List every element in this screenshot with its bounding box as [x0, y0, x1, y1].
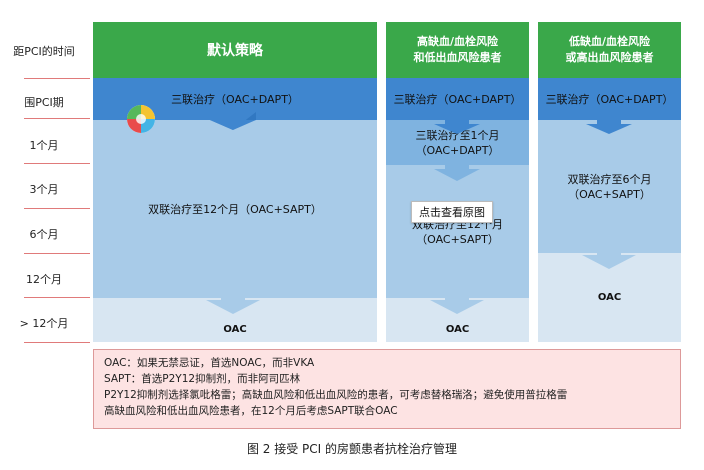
band-label: 双联治疗至6个月 [567, 172, 652, 186]
header-line: 高缺血/血栓风险 [416, 35, 499, 48]
row-divider [24, 163, 90, 164]
row-label-time-from-pci: 距PCI的时间 [13, 45, 75, 58]
band-default-dual: 双联治疗至12个月（OAC+SAPT） [93, 120, 377, 298]
band-label: 三联治疗至1个月 [415, 128, 500, 142]
band-label: 双联治疗至12个月（OAC+SAPT） [148, 203, 322, 216]
note-line: OAC：如果无禁忌证，首选NOAC，而非VKA [104, 357, 315, 369]
note-line: 高缺血风险和低出血风险患者，在12个月后考虑SAPT联合OAC [104, 405, 398, 417]
band-high-oac: OAC [386, 298, 529, 342]
view-original-image-tooltip[interactable]: 点击查看原图 [411, 201, 493, 223]
figure-caption: 图 2 接受 PCI 的房颤患者抗栓治疗管理 [246, 442, 458, 456]
row-label-peri-pci: 围PCI期 [24, 96, 64, 109]
band-low-dual: 双联治疗至6个月 （OAC+SAPT） [538, 120, 681, 253]
row-label-6-months: 6个月 [29, 228, 59, 241]
row-label-1-month: 1个月 [29, 139, 59, 152]
note-line: SAPT：首选P2Y12抑制剂，而非阿司匹林 [104, 373, 301, 385]
row-label-12-months: 12个月 [26, 273, 62, 286]
band-high-dual: 双联治疗至12个月 （OAC+SAPT） [386, 165, 529, 298]
header-line: 和低出血风险患者 [413, 51, 502, 64]
row-divider [24, 342, 90, 343]
band-label: 三联治疗（OAC+DAPT） [545, 93, 674, 106]
row-label-3-months: 3个月 [29, 183, 59, 196]
band-label: （OAC+SAPT） [568, 187, 651, 201]
band-default-oac: OAC [93, 298, 377, 342]
band-label: OAC [597, 292, 622, 303]
row-divider [24, 78, 90, 79]
pie-logo-icon [127, 105, 155, 133]
row-divider [24, 297, 90, 298]
band-label: （OAC+SAPT） [416, 232, 499, 246]
column-header-low-ischemic: 低缺血/血栓风险 或高出血风险患者 [538, 22, 681, 78]
band-label: OAC [223, 323, 247, 335]
band-low-triple: 三联治疗（OAC+DAPT） [538, 78, 681, 120]
row-label-over-12-months: > 12个月 [19, 317, 69, 330]
band-label: 三联治疗（OAC+DAPT） [393, 93, 522, 106]
band-label: （OAC+DAPT） [415, 143, 500, 157]
column-header-default: 默认策略 [93, 22, 377, 78]
column-header-high-ischemic: 高缺血/血栓风险 和低出血风险患者 [386, 22, 529, 78]
notes-box: OAC：如果无禁忌证，首选NOAC，而非VKA SAPT：首选P2Y12抑制剂，… [93, 349, 681, 429]
band-low-oac: OAC [538, 253, 681, 342]
note-line: P2Y12抑制剂选择氯吡格雷；高缺血风险和低出血风险的患者，可考虑替格瑞洛；避免… [104, 389, 568, 401]
row-divider [24, 208, 90, 209]
header-line: 低缺血/血栓风险 [568, 35, 651, 48]
band-label: 三联治疗（OAC+DAPT） [171, 93, 299, 106]
band-high-triple: 三联治疗（OAC+DAPT） [386, 78, 529, 120]
row-divider [24, 253, 90, 254]
band-high-triple-1m: 三联治疗至1个月 （OAC+DAPT） [386, 120, 529, 165]
band-label: OAC [445, 323, 470, 335]
row-divider [24, 118, 90, 119]
header-line: 或高出血风险患者 [565, 51, 654, 64]
